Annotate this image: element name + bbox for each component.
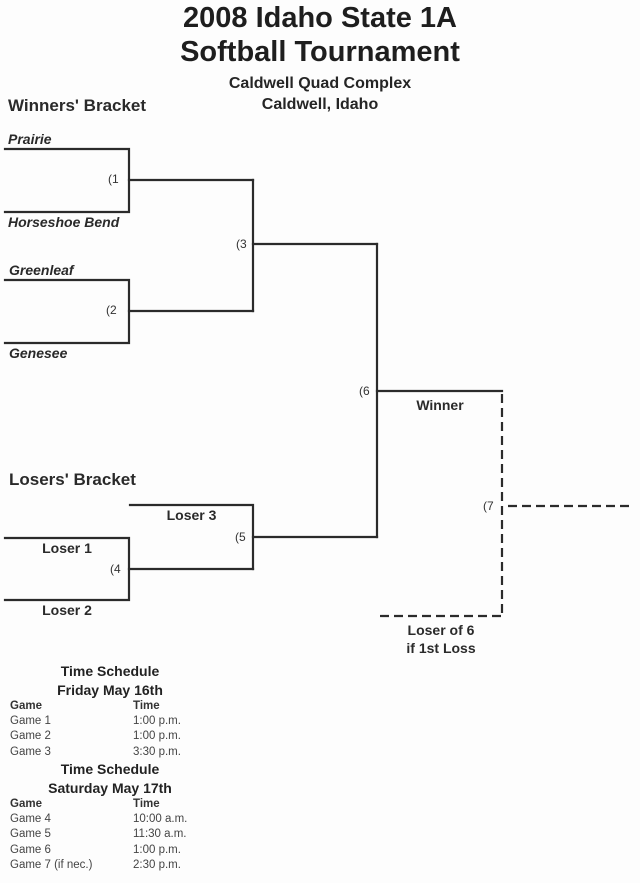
slot-loser-2: Loser 2	[42, 602, 92, 618]
slot-loser-1: Loser 1	[42, 540, 92, 556]
game-5-number: (5	[235, 530, 246, 544]
schedule-2-title: Time Schedule	[60, 761, 160, 777]
schedule-2-col-time: Time	[133, 798, 160, 810]
schedule-1-row-2-game: Game 2	[10, 730, 51, 742]
schedule-2-row-3-game: Game 6	[10, 844, 51, 856]
game-7-number: (7	[483, 499, 494, 513]
schedule-2-row-4-time: 2:30 p.m.	[133, 859, 181, 871]
winners-bracket-label: Winners' Bracket	[8, 96, 147, 115]
game-5-bracket	[128, 503, 255, 571]
schedule-2-col-game: Game	[10, 798, 42, 810]
location: Caldwell, Idaho	[261, 96, 379, 113]
schedule-2-row-1-game: Game 4	[10, 813, 51, 825]
game-4-number: (4	[110, 562, 121, 576]
slot-loser-3: Loser 3	[166, 507, 217, 523]
slot-loser-of-6: Loser of 6	[407, 622, 475, 638]
title-line-2: Softball Tournament	[180, 36, 460, 68]
schedule-1-row-2-time: 1:00 p.m.	[133, 730, 181, 742]
schedule-1-row-1-time: 1:00 p.m.	[133, 715, 181, 727]
schedule-1-col-game: Game	[10, 700, 42, 712]
schedule-1-col-time: Time	[133, 700, 160, 712]
team-greenleaf: Greenleaf	[9, 262, 74, 278]
losers-bracket-label: Losers' Bracket	[9, 470, 136, 489]
slot-winner: Winner	[416, 397, 464, 413]
team-prairie: Prairie	[8, 131, 52, 147]
schedule-2-row-1-time: 10:00 a.m.	[133, 813, 188, 825]
schedule-1-row-3-time: 3:30 p.m.	[133, 746, 181, 758]
team-genesee: Genesee	[9, 345, 68, 361]
team-horseshoe-bend: Horseshoe Bend	[8, 214, 120, 230]
schedule-2-row-3-time: 1:00 p.m.	[133, 844, 181, 856]
schedule-1-day: Friday May 16th	[57, 682, 163, 698]
game-3-number: (3	[236, 237, 247, 251]
schedule-1-row-1-game: Game 1	[10, 715, 51, 727]
schedule-1-title: Time Schedule	[60, 663, 160, 679]
schedule-1-row-3-game: Game 3	[10, 746, 51, 758]
schedule-2-row-2-game: Game 5	[10, 828, 51, 840]
schedule-2-row-4-game: Game 7 (if nec.)	[10, 859, 93, 871]
slot-if-1st-loss: if 1st Loss	[406, 640, 476, 656]
schedule-2-row-2-time: 11:30 a.m.	[133, 828, 187, 840]
venue: Caldwell Quad Complex	[228, 75, 412, 92]
game-2-number: (2	[106, 303, 117, 317]
game-1-number: (1	[108, 172, 119, 186]
game-6-number: (6	[359, 384, 370, 398]
schedule-2-day: Saturday May 17th	[48, 780, 172, 796]
title-line-1: 2008 Idaho State 1A	[183, 2, 457, 34]
